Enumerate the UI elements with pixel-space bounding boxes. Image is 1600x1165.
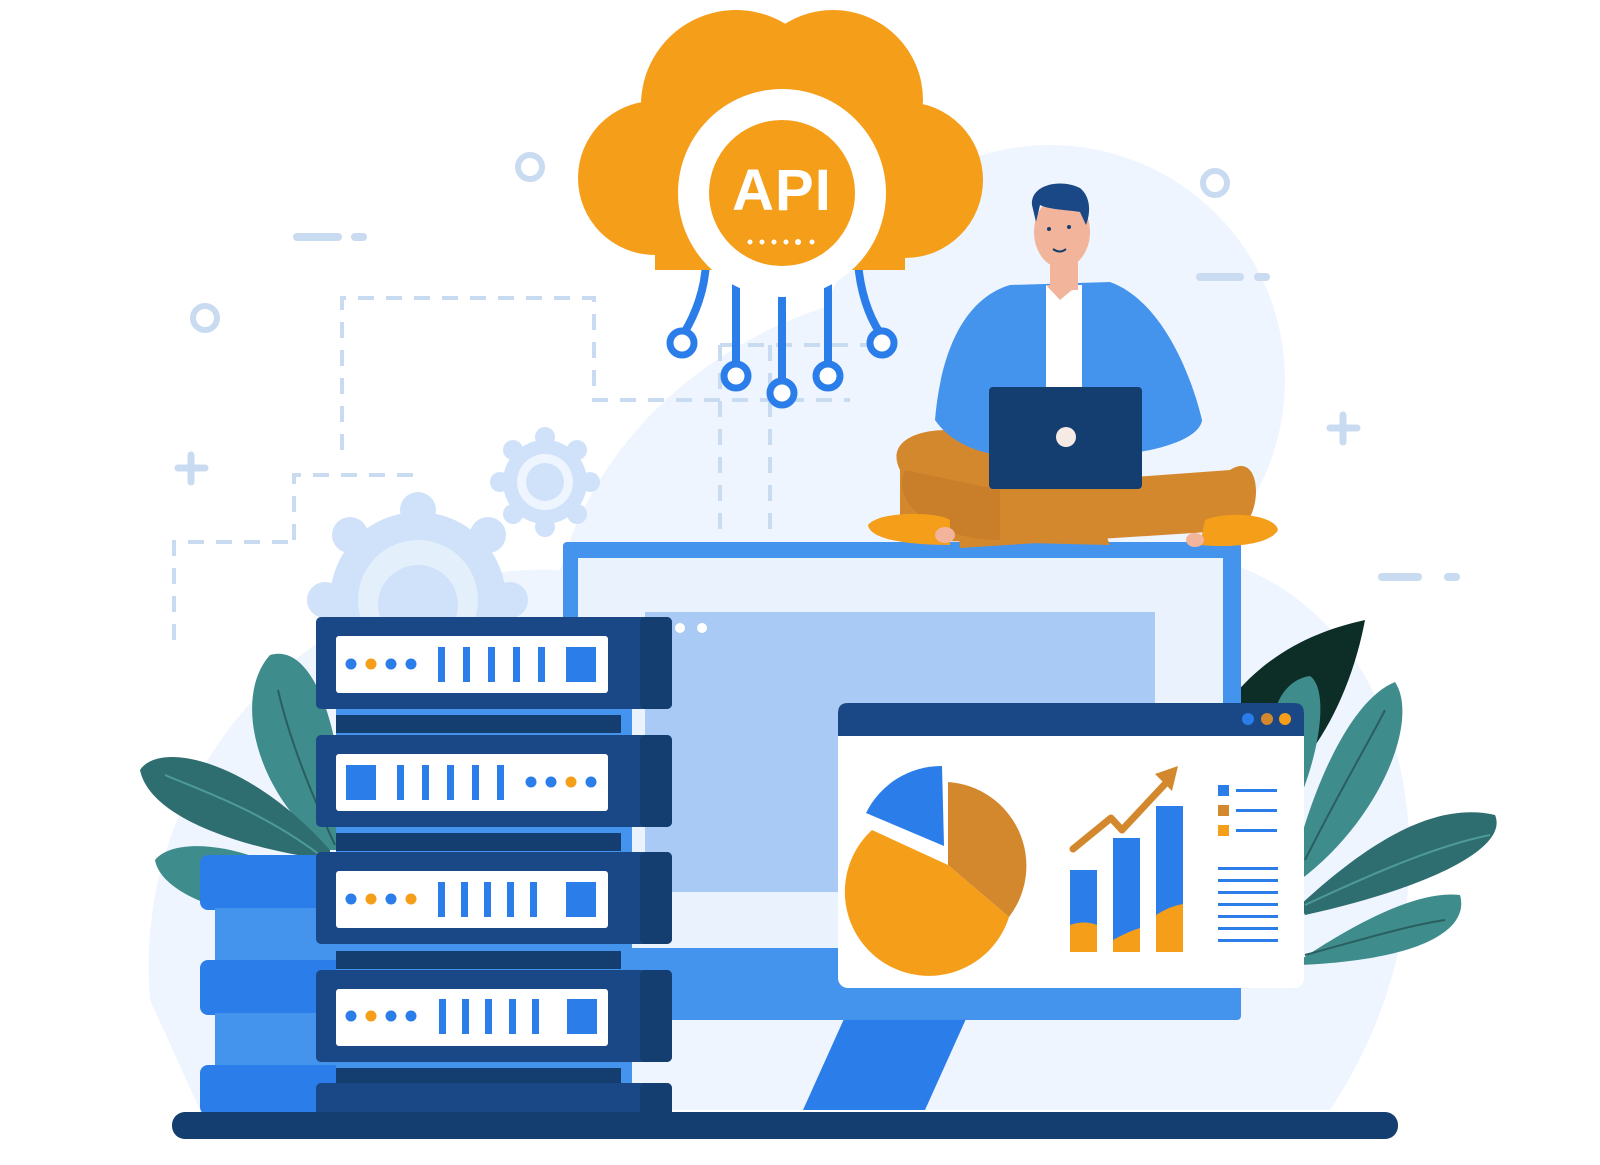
bar-chart-icon — [1069, 766, 1183, 952]
plus-icon — [1326, 411, 1361, 446]
dashed-guides — [172, 296, 880, 640]
window-dot — [1279, 713, 1291, 725]
connector-node-icon — [666, 327, 898, 409]
api-cloud: API — [578, 10, 983, 409]
text-lines — [1218, 867, 1278, 942]
api-dots — [747, 239, 815, 245]
pie-chart-icon — [844, 765, 1027, 976]
server-rack — [316, 617, 672, 1118]
server-unit — [316, 852, 672, 969]
dashboard-window — [838, 703, 1304, 988]
plus-icon — [174, 451, 209, 486]
floor-bar — [172, 1112, 1398, 1139]
developer-figure — [868, 183, 1278, 548]
api-label: API — [732, 158, 832, 223]
trend-arrow-icon — [1069, 780, 1169, 853]
decorations — [174, 152, 1460, 581]
server-unit — [316, 970, 672, 1086]
ring-icon — [190, 303, 220, 333]
window-dot — [1242, 713, 1254, 725]
server-unit — [316, 735, 672, 851]
ring-icon — [515, 152, 545, 182]
window-dot — [1261, 713, 1273, 725]
ring-icon — [1200, 168, 1230, 198]
gear-icon — [490, 427, 600, 537]
server-unit — [316, 617, 672, 733]
legend — [1218, 785, 1277, 836]
monitor-stand — [803, 1010, 970, 1110]
